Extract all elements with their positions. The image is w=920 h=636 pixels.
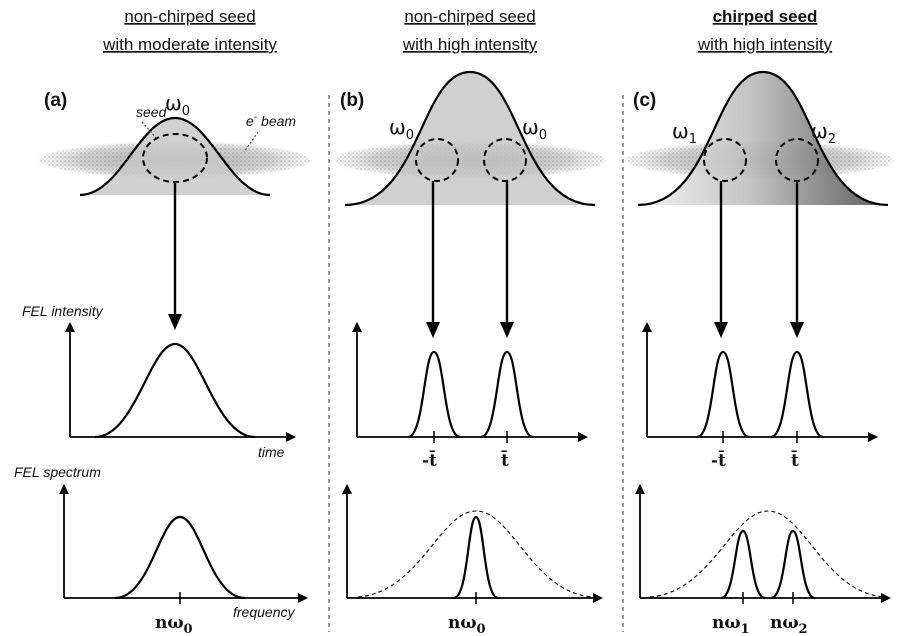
seed-spot-right — [483, 138, 527, 182]
spectrum-x-arrow — [593, 593, 603, 603]
beam-leader-line — [243, 131, 259, 153]
seed-pulse-envelope — [79, 116, 271, 197]
fel-intensity-label: FEL intensity — [22, 303, 104, 319]
omega-0-label: ω0 — [165, 91, 190, 119]
panel-b: non-chirped seed with high intensity (b)… — [330, 7, 610, 636]
fel-spectrum-label: FEL spectrum — [14, 464, 101, 480]
intensity-pulse-left — [696, 350, 750, 439]
panel-c-header-line2: with high intensity — [697, 35, 833, 54]
intensity-pulse-right — [770, 350, 824, 439]
panel-b-header-line2: with high intensity — [402, 35, 538, 54]
omega-left-label: ω0 — [389, 115, 414, 143]
spectrum-x-arrow — [881, 593, 891, 603]
arrow-head-left — [426, 322, 440, 338]
arrow-head-right — [500, 322, 514, 338]
seed-pulse-fill — [80, 118, 270, 195]
time-tick-right-label: t̄ — [501, 450, 509, 471]
panel-c-letter: (c) — [633, 90, 656, 111]
spectrum-x-arrow — [298, 593, 308, 603]
panel-a: non-chirped seed with moderate intensity… — [14, 7, 315, 636]
time-label: time — [258, 444, 285, 460]
arrow-head-left — [714, 322, 728, 338]
intensity-pulse-right — [480, 350, 534, 439]
panel-a-header-line1: non-chirped seed — [124, 7, 255, 26]
seed-spot-left — [703, 138, 747, 182]
arrow-head — [168, 314, 182, 330]
spectrum-y-arrow — [635, 484, 645, 494]
omega-right-label: ω0 — [522, 115, 547, 143]
intensity-y-arrow — [642, 322, 652, 332]
chirped-seed-fill — [638, 72, 888, 205]
spectrum-peak — [453, 515, 499, 600]
panel-a-header-line2: with moderate intensity — [102, 35, 277, 54]
seed-leader-line — [141, 121, 159, 141]
spectrum-broad-envelope — [357, 510, 593, 598]
spectrum-tick-left-label: nω1 — [712, 613, 750, 636]
seed-pulse-envelope — [344, 70, 596, 207]
panel-b-header-line1: non-chirped seed — [404, 7, 535, 26]
panel-b-letter: (b) — [340, 90, 364, 111]
omega-2-label: ω2 — [811, 119, 836, 147]
chirped-seed-envelope — [637, 70, 889, 207]
seed-label: seed — [136, 104, 168, 120]
spectrum-tick-label: nω0 — [155, 613, 193, 636]
seed-pulse-fill — [345, 72, 595, 205]
spectrum-peak-right — [770, 529, 816, 600]
arrow-head-right — [790, 322, 804, 338]
spectrum-tick-right-label: nω2 — [770, 613, 808, 636]
seed-spot — [142, 133, 208, 183]
spectrum-y-arrow — [59, 484, 69, 494]
intensity-x-arrow — [578, 432, 588, 442]
time-tick-left-label: -t̄ — [422, 450, 437, 471]
panel-a-letter: (a) — [44, 90, 67, 111]
intensity-pulse — [94, 342, 256, 439]
frequency-label: frequency — [233, 604, 295, 620]
panel-c-header-line1: chirped seed — [713, 7, 818, 26]
time-tick-left-label: -t̄ — [711, 450, 726, 471]
intensity-x-arrow — [868, 432, 878, 442]
omega-1-label: ω1 — [672, 119, 697, 147]
spectrum-y-arrow — [342, 484, 352, 494]
intensity-y-arrow — [65, 322, 75, 332]
spectrum-broad-envelope — [649, 510, 885, 598]
spectrum-peak — [114, 515, 246, 600]
intensity-pulse-left — [407, 350, 461, 439]
spectrum-tick-label: nω0 — [448, 613, 486, 636]
time-tick-right-label: t̄ — [791, 450, 799, 471]
seed-spot-left — [415, 138, 459, 182]
intensity-x-arrow — [286, 432, 296, 442]
panel-c: chirped seed with high intensity (c) ω1 … — [622, 7, 898, 636]
beam-label: e- beam — [246, 112, 296, 129]
spectrum-peak-left — [720, 529, 766, 600]
intensity-y-arrow — [352, 322, 362, 332]
